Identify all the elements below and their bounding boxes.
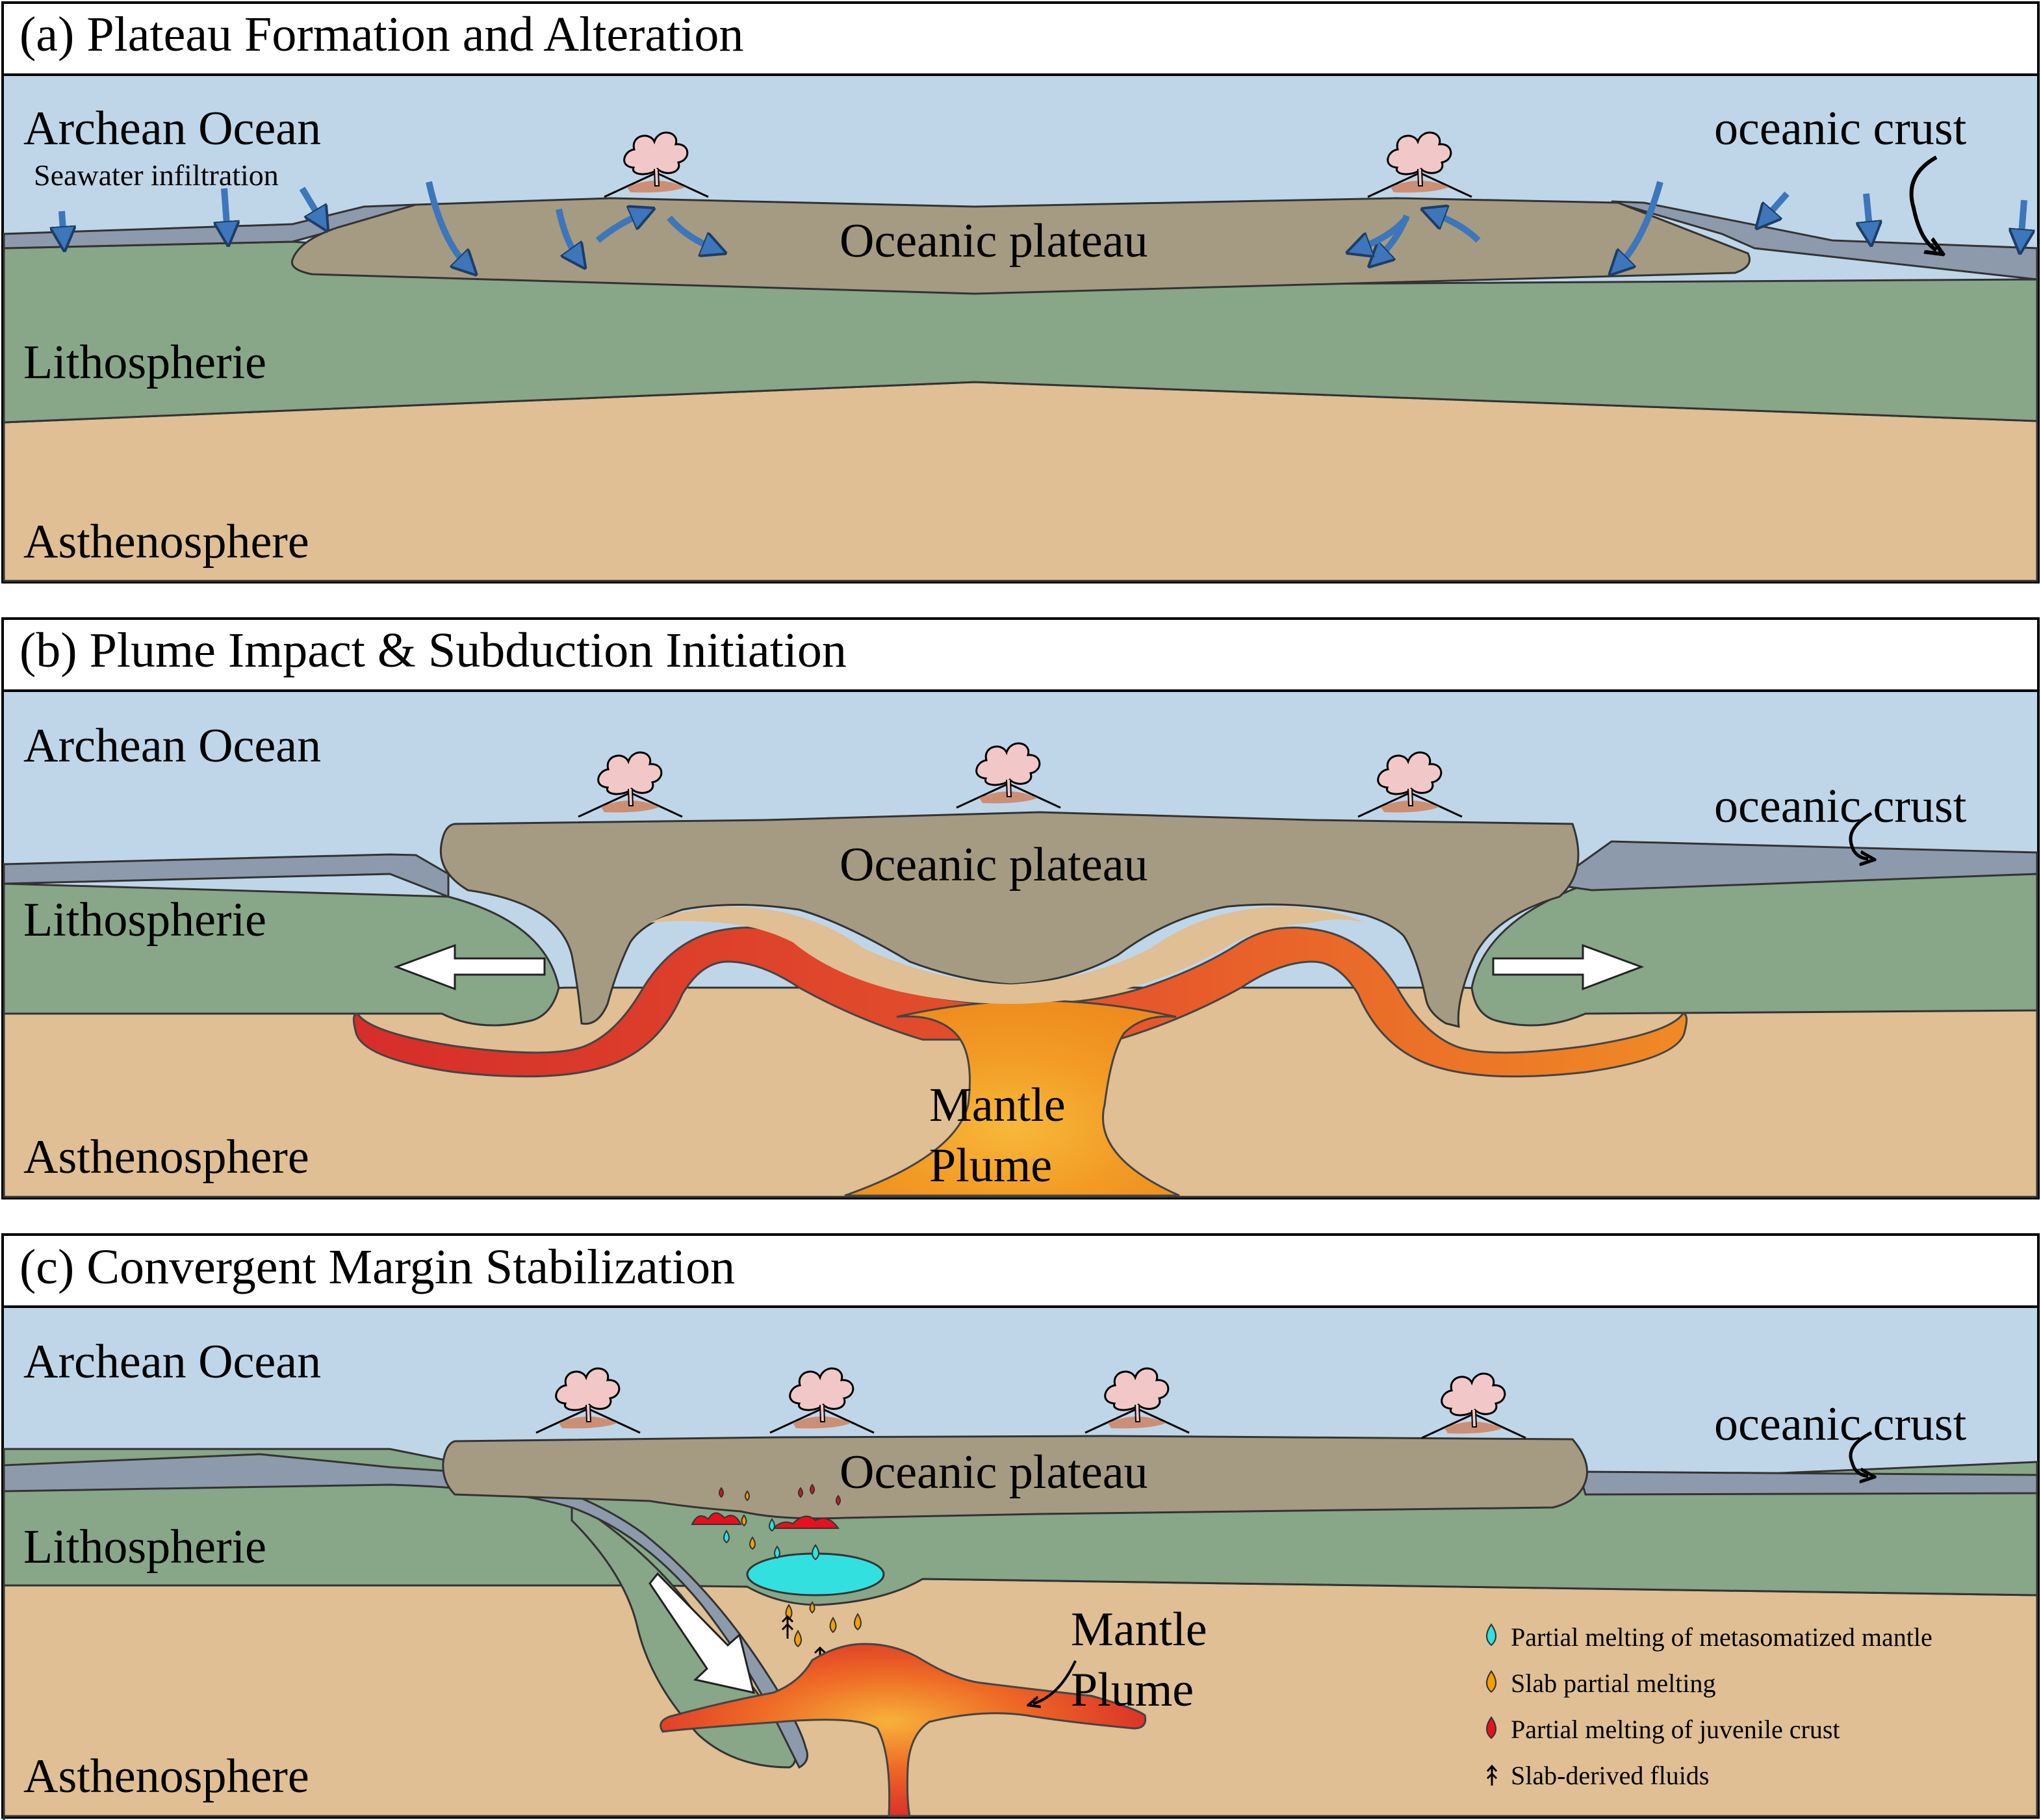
panel-c-plume-label-2: Plume (1071, 1663, 1194, 1717)
panel-b-arrow-right (1492, 943, 1645, 991)
panel-c-oceanic-crust-right (1578, 1470, 2038, 1496)
panel-a-plateau-label: Oceanic plateau (840, 214, 1148, 268)
panel-b: (b) Plume Impact & Subduction Initiation… (1, 617, 2040, 1199)
panel-c-lithosphere-label: Lithospherie (23, 1520, 266, 1574)
panel-b-plateau-label: Oceanic plateau (840, 838, 1148, 891)
panel-a-crust-arrow (1909, 155, 1936, 250)
panel-a-lithosphere-label: Lithospherie (23, 336, 266, 389)
panel-a-ocean-label: Archean Ocean (23, 102, 321, 155)
panel-c-plume-arrow (1033, 1660, 1077, 1704)
panel-a-oceanic-crust-label: oceanic crust (1714, 102, 1967, 155)
red-melt-drop-icon (1486, 1716, 1496, 1739)
panel-c-oceanic-plateau (442, 1435, 1588, 1520)
panel-c-subduction-arrow (648, 1572, 756, 1694)
legend-label-metasomatized: Partial melting of metasomatized mantle (1511, 1622, 1932, 1652)
panel-a-seawater-label: Seawater infiltration (34, 159, 279, 192)
panel-b-oceanic-crust-label: oceanic crust (1714, 780, 1967, 833)
legend-label-fluids: Slab-derived fluids (1511, 1761, 1710, 1790)
fluid-arrow-icon (1486, 1764, 1498, 1786)
panel-a-asthenosphere-label: Asthenosphere (23, 515, 309, 569)
panel-c-title: (c) Convergent Margin Stabilization (19, 1240, 735, 1294)
panel-a: (a) Plateau Formation and Alteration Arc… (1, 1, 2040, 583)
panel-b-plume-label-2: Plume (929, 1139, 1052, 1192)
panel-c-asthenosphere-label: Asthenosphere (23, 1750, 309, 1803)
panel-c-lithosphere (4, 1449, 2037, 1820)
panel-c-juvenile-crust-melt-right (771, 1515, 840, 1529)
legend-item-fluids: Slab-derived fluids (1486, 1761, 1710, 1790)
panel-a-seawater-arrows (62, 181, 2024, 266)
panel-c-juvenile-crust-melt-left (691, 1512, 742, 1525)
legend-item-slab-melting: Slab partial melting (1486, 1669, 1716, 1698)
panel-c: (c) Convergent Margin Stabilization (1, 1233, 2040, 1820)
panel-c-oceanic-crust-label: oceanic crust (1714, 1398, 1967, 1451)
legend-label-slab-melting: Slab partial melting (1511, 1669, 1716, 1698)
panel-c-mantle-plume (660, 1643, 1147, 1817)
panel-c-plateau-label: Oceanic plateau (840, 1446, 1148, 1499)
panel-b-asthenosphere-cap (650, 906, 1365, 1004)
orange-melt-drop-icon (1486, 1670, 1496, 1693)
panel-b-oceanic-plateau (439, 811, 1580, 1028)
panel-b-lithosphere-label: Lithospherie (23, 893, 266, 947)
panel-b-lithosphere-left (3, 882, 560, 1027)
legend-label-juvenile-crust: Partial melting of juvenile crust (1511, 1715, 1840, 1744)
panel-c-legend: Partial melting of metasomatized mantle … (1486, 1622, 1932, 1790)
panel-b-crust-arrow (1849, 812, 1871, 859)
panel-c-crust-arrow (1849, 1431, 1871, 1476)
panel-b-ocean-label: Archean Ocean (23, 719, 321, 773)
panel-b-asthenosphere-label: Asthenosphere (23, 1131, 309, 1184)
panel-b-title: (b) Plume Impact & Subduction Initiation (19, 623, 847, 678)
panel-c-subducting-slab (3, 1453, 808, 1769)
panel-a-oceanic-crust-right (1611, 200, 2038, 281)
legend-item-juvenile-crust: Partial melting of juvenile crust (1486, 1715, 1840, 1744)
cyan-melt-drop-icon (1486, 1623, 1496, 1647)
panel-b-arrow-left (393, 943, 546, 991)
panel-c-ocean-label: Archean Ocean (23, 1335, 321, 1389)
panel-b-plume-label-1: Mantle (929, 1079, 1066, 1132)
panel-c-plume-label-1: Mantle (1071, 1603, 1207, 1656)
legend-item-metasomatized: Partial melting of metasomatized mantle (1486, 1622, 1932, 1652)
panel-b-lithosphere-right (1470, 873, 2038, 1027)
panel-a-title: (a) Plateau Formation and Alteration (19, 7, 743, 62)
panel-b-oceanic-crust-left (3, 853, 450, 899)
